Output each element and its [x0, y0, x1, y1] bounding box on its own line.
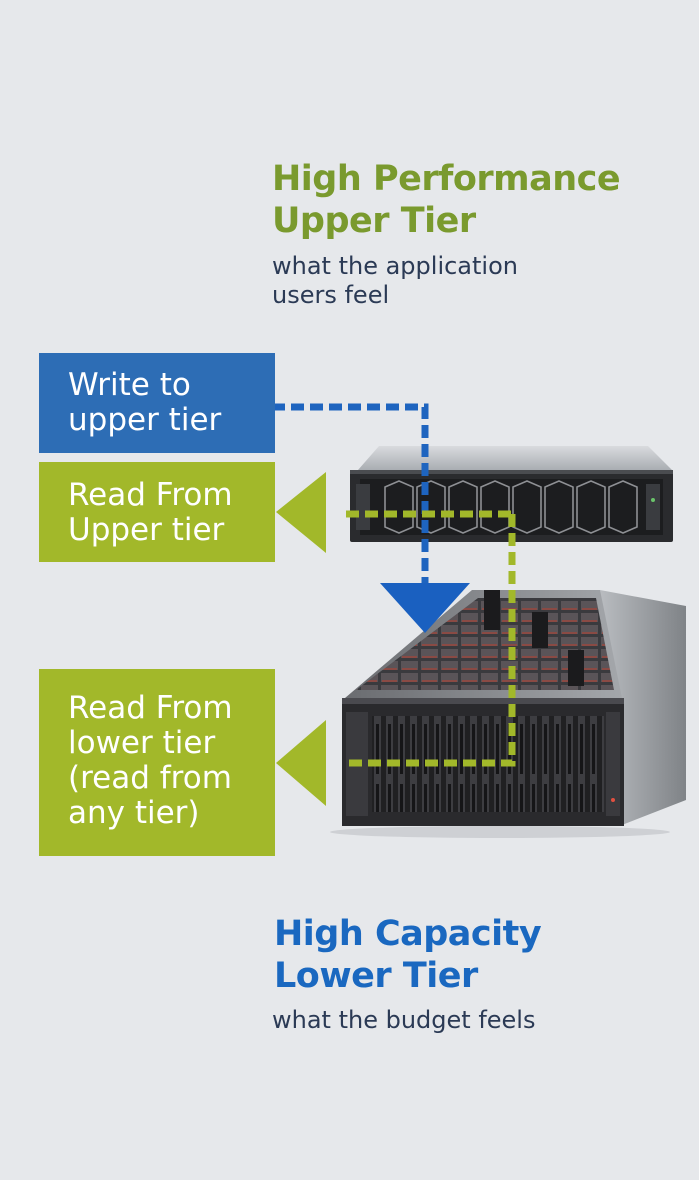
read-lower-line2: lower tier [68, 725, 216, 761]
read-lower-line4: any tier) [68, 795, 200, 831]
write-upper-line2: upper tier [68, 402, 222, 438]
lower-tier-title-line2: Lower Tier [274, 956, 478, 996]
arrow-left-icon [276, 720, 326, 806]
upper-tier-title-line1: High Performance [272, 159, 621, 199]
read-lower-path-line [346, 514, 516, 767]
upper-tier-subtitle: what the application users feel [272, 252, 518, 310]
arrow-down-icon [380, 583, 470, 633]
upper-tier-subtitle-line2: users feel [272, 281, 390, 309]
write-upper-tier-box: Write to upper tier [39, 353, 275, 453]
read-upper-tier-box: Read From Upper tier [39, 462, 275, 562]
upper-tier-title-line2: Upper Tier [272, 201, 476, 241]
lower-tier-subtitle-line1: what the budget feels [272, 1006, 536, 1034]
read-upper-line1: Read From [68, 477, 233, 513]
write-path-line [272, 403, 429, 588]
read-upper-line2: Upper tier [68, 512, 225, 548]
lower-tier-title-line1: High Capacity [274, 914, 542, 954]
lower-tier-title: High Capacity Lower Tier [274, 913, 542, 997]
read-lower-line1: Read From [68, 690, 233, 726]
read-lower-line3: (read from [68, 760, 232, 796]
upper-tier-subtitle-line1: what the application [272, 252, 518, 280]
arrow-left-icon [276, 472, 326, 553]
server-1u-rack-icon [350, 446, 673, 542]
lower-tier-subtitle: what the budget feels [272, 1006, 535, 1035]
upper-tier-title: High Performance Upper Tier [272, 158, 621, 242]
read-lower-tier-box: Read From lower tier (read from any tier… [39, 669, 275, 856]
storage-jbod-chassis-icon [330, 590, 686, 838]
write-upper-line1: Write to [68, 367, 191, 403]
